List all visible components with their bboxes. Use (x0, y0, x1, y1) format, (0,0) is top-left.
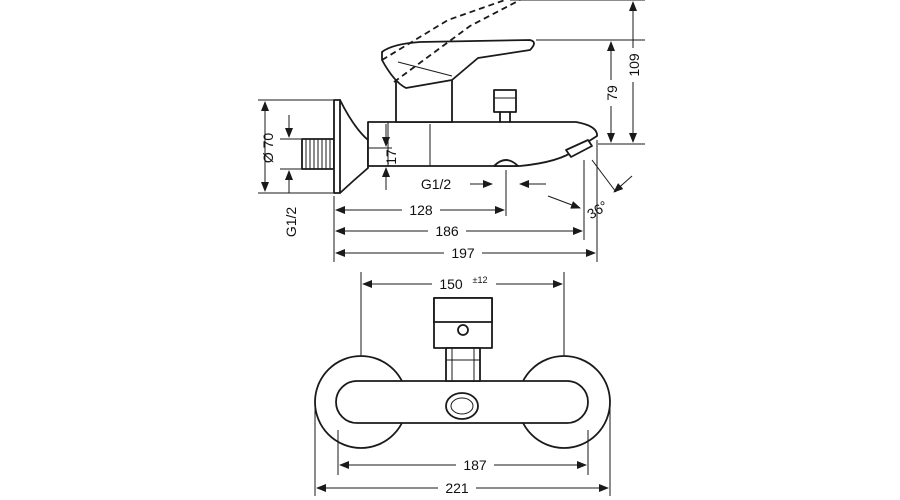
mixer-lever (381, 39, 535, 89)
dim-109-label: 109 (626, 53, 642, 77)
wall-connection-thread (301, 138, 335, 170)
lever-open-position (381, 0, 521, 83)
front-diverter (445, 347, 481, 382)
dim-diameter-label: Ø 70 (260, 133, 276, 164)
dim-150-label: 150 (439, 276, 463, 292)
wall-rosette (333, 99, 369, 194)
front-aerator (445, 392, 479, 420)
dim-thread-left-label: G1/2 (283, 207, 299, 238)
mixer-body (367, 121, 598, 167)
front-view: 150 ±12 187 221 (314, 272, 611, 496)
dim-221-label: 221 (445, 480, 469, 496)
dim-197-label: 197 (451, 245, 475, 261)
spout-outlet (565, 139, 593, 158)
dim-17-label: 17 (383, 149, 399, 165)
dim-186-label: 186 (435, 223, 459, 239)
dim-187-label: 187 (463, 457, 487, 473)
diverter-knob (493, 89, 517, 123)
dim-thread-spout-label: G1/2 (421, 176, 452, 192)
aerator (493, 159, 519, 167)
side-view: Ø 70 G1/2 17 G1/2 128 186 197 79 109 (258, 0, 645, 262)
dim-128-label: 128 (409, 202, 433, 218)
dim-angle-label: 36° (584, 197, 610, 222)
dim-150-tolerance: ±12 (473, 275, 488, 285)
dim-79-label: 79 (604, 85, 620, 101)
